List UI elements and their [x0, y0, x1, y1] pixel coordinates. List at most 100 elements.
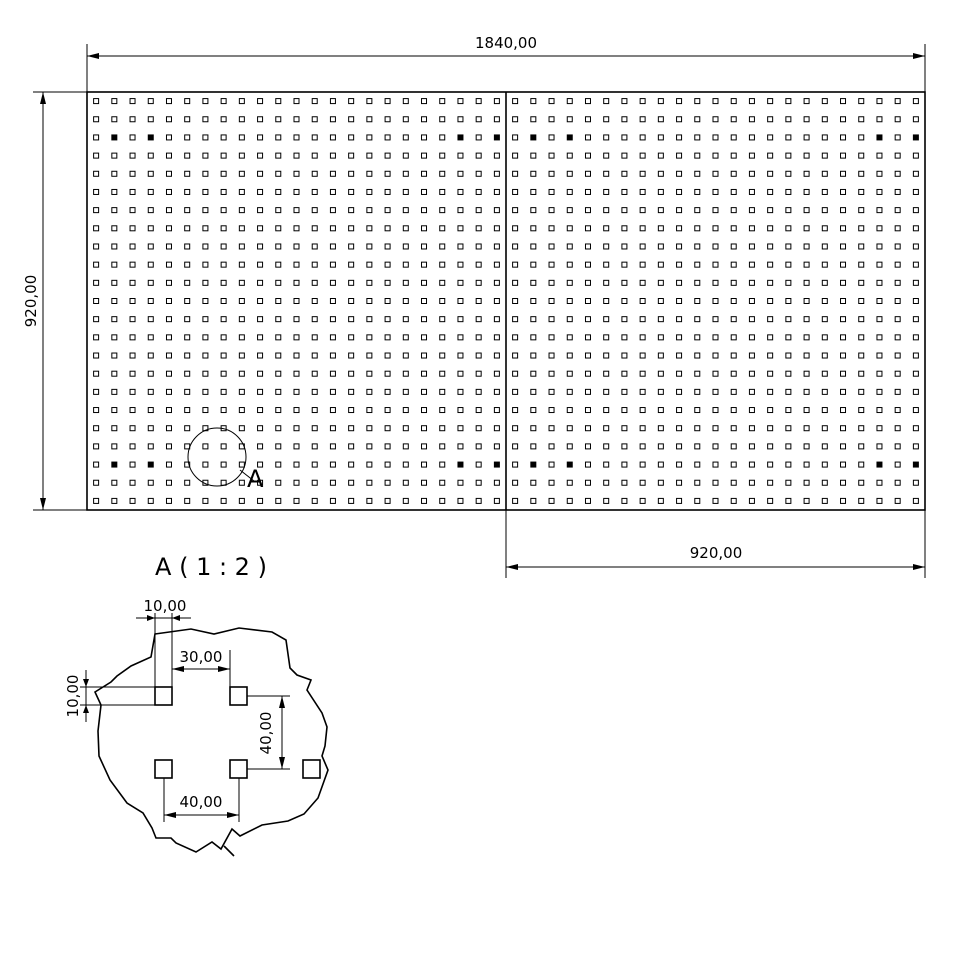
perforation-hole — [93, 352, 100, 359]
perforation-hole — [111, 261, 118, 268]
perforation-hole — [694, 225, 701, 232]
perforation-hole — [676, 352, 683, 359]
perforation-hole — [184, 334, 191, 341]
perforation-hole — [402, 334, 409, 341]
perforation-hole — [712, 170, 719, 177]
perforation-hole — [566, 407, 573, 414]
perforation-hole — [730, 170, 737, 177]
perforation-hole — [202, 134, 209, 141]
perforation-hole — [421, 334, 428, 341]
perforation-hole — [639, 443, 646, 450]
perforation-hole — [912, 98, 919, 105]
perforation-hole — [147, 261, 154, 268]
perforation-hole — [712, 479, 719, 486]
perforation-hole — [694, 443, 701, 450]
perforation-hole — [439, 461, 446, 468]
perforation-hole — [584, 316, 591, 323]
perforation-hole — [293, 497, 300, 504]
perforation-hole — [621, 116, 628, 123]
perforation-hole — [111, 425, 118, 432]
perforation-hole — [858, 188, 865, 195]
perforation-hole — [748, 261, 755, 268]
perforation-hole — [238, 479, 245, 486]
perforation-hole — [293, 243, 300, 250]
perforation-hole — [876, 425, 883, 432]
perforation-hole — [912, 352, 919, 359]
perforation-hole — [475, 425, 482, 432]
perforation-hole — [384, 279, 391, 286]
perforation-hole — [366, 370, 373, 377]
perforation-hole — [311, 407, 318, 414]
perforation-hole — [329, 407, 336, 414]
perforation-hole — [238, 334, 245, 341]
perforation-hole — [147, 370, 154, 377]
perforation-hole — [439, 352, 446, 359]
perforation-hole — [840, 170, 847, 177]
perforation-hole — [202, 388, 209, 395]
perforation-hole — [202, 298, 209, 304]
perforation-hole — [129, 370, 136, 377]
perforation-hole — [584, 98, 591, 105]
perforation-hole — [657, 207, 664, 214]
perforation-hole — [657, 316, 664, 323]
perforation-hole — [548, 98, 555, 105]
perforation-hole — [366, 461, 373, 468]
perforation-hole — [676, 298, 683, 304]
perforation-hole — [912, 316, 919, 323]
perforation-hole — [530, 479, 537, 486]
perforation-hole — [603, 443, 610, 450]
perforation-hole — [694, 152, 701, 159]
perforation-hole — [366, 207, 373, 214]
perforation-hole — [348, 207, 355, 214]
perforation-hole — [293, 225, 300, 232]
perforation-hole — [257, 261, 264, 268]
perforation-hole — [384, 497, 391, 504]
perforation-hole — [621, 443, 628, 450]
perforation-hole — [202, 116, 209, 123]
perforation-hole — [147, 170, 154, 177]
perforation-hole — [530, 261, 537, 268]
perforation-hole — [876, 370, 883, 377]
perforation-hole — [676, 98, 683, 105]
perforation-hole — [129, 352, 136, 359]
perforation-hole — [876, 134, 883, 141]
perforation-hole — [566, 152, 573, 159]
dimension-horizontal-pitch-label: 40,00 — [180, 793, 223, 811]
perforation-hole — [748, 352, 755, 359]
perforation-hole — [548, 116, 555, 123]
perforation-hole — [384, 316, 391, 323]
perforation-hole — [840, 116, 847, 123]
perforation-hole — [238, 370, 245, 377]
perforation-hole — [730, 352, 737, 359]
perforation-hole — [111, 134, 118, 141]
perforation-hole — [803, 261, 810, 268]
perforation-hole — [220, 497, 227, 504]
perforation-hole — [238, 461, 245, 468]
perforation-hole — [603, 298, 610, 304]
perforation-hole — [803, 170, 810, 177]
perforation-hole — [584, 207, 591, 214]
perforation-hole — [493, 479, 500, 486]
perforation-hole — [293, 352, 300, 359]
perforation-hole — [603, 134, 610, 141]
perforation-hole — [603, 243, 610, 250]
perforation-hole — [840, 443, 847, 450]
perforation-hole — [530, 370, 537, 377]
perforation-hole — [785, 316, 792, 323]
perforation-hole — [402, 461, 409, 468]
perforation-hole — [93, 370, 100, 377]
perforation-hole — [584, 334, 591, 341]
perforation-hole — [348, 461, 355, 468]
perforation-hole — [584, 279, 591, 286]
perforation-hole — [202, 170, 209, 177]
perforation-hole — [876, 316, 883, 323]
perforation-hole — [147, 225, 154, 232]
perforation-hole — [184, 479, 191, 486]
perforation-hole — [694, 352, 701, 359]
perforation-hole — [876, 334, 883, 341]
detail-hole — [154, 686, 173, 706]
perforation-hole — [402, 370, 409, 377]
perforation-hole — [894, 98, 901, 105]
perforation-hole — [840, 316, 847, 323]
perforation-hole — [694, 316, 701, 323]
